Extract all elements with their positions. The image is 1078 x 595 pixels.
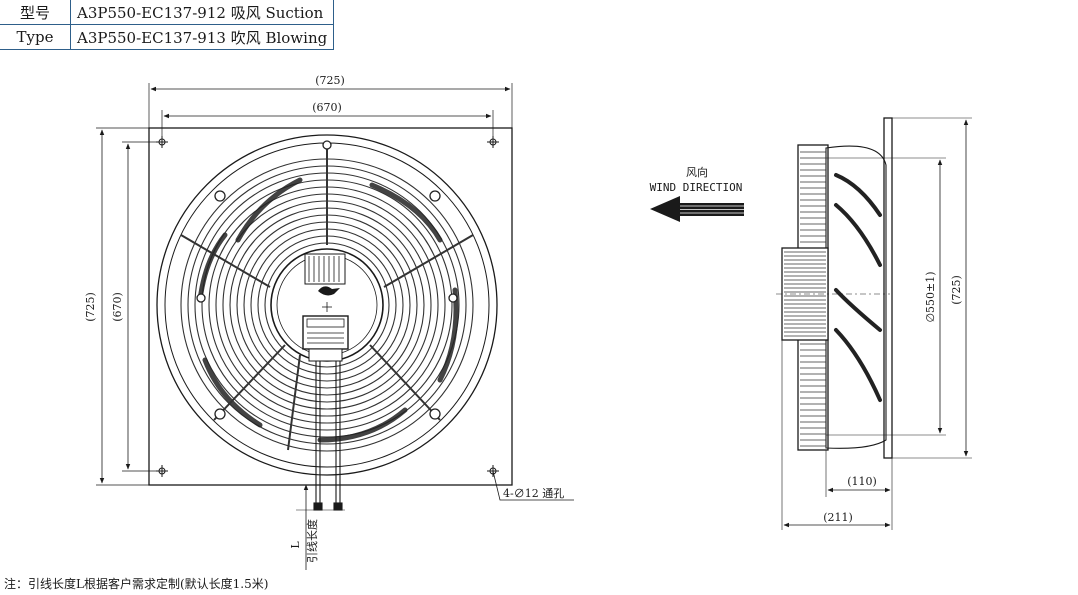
dim-depth-motor: (110) [847, 475, 877, 488]
wind-arrow [650, 196, 744, 222]
spec-value: A3P550-EC137-913 吹风 Blowing [69, 24, 335, 50]
holes-leader [492, 470, 574, 501]
lead-cables [313, 361, 343, 511]
wind-label-en: WIND DIRECTION [650, 181, 743, 194]
spec-row-model: 型号 A3P550-EC137-912 吸风 Suction [0, 0, 335, 25]
side-plate [883, 117, 893, 459]
dim-hole-width: (670) [312, 101, 342, 114]
dim-outer-width: (725) [315, 74, 345, 87]
dim-diameter: ∅550±1) [924, 271, 937, 322]
spec-table: 型号 A3P550-EC137-912 吸风 Suction Type A3P5… [0, 0, 335, 50]
guard-spokes [180, 143, 474, 451]
mounting-plate [148, 127, 513, 486]
spec-label: 型号 [0, 0, 71, 25]
holes-label: 4-∅12 通孔 [503, 487, 564, 500]
front-view [96, 83, 574, 570]
dim-hole-height: (670) [111, 292, 124, 322]
spec-row-type: Type A3P550-EC137-913 吹风 Blowing [0, 24, 335, 50]
side-view [776, 117, 972, 530]
wind-label-cn: 风向 [686, 165, 708, 179]
dim-depth-total: (211) [823, 511, 853, 524]
dim-side-height: (725) [950, 275, 963, 305]
dim-outer-height: (725) [84, 292, 97, 322]
spec-label: Type [0, 24, 71, 50]
guard-clips [196, 140, 458, 420]
footnote: 注：引线长度L根据客户需求定制(默认长度1.5米) [4, 577, 269, 591]
lead-label: L [289, 541, 302, 549]
lead-label-cn: 引线长度 [305, 519, 319, 563]
brand-logo [318, 286, 340, 296]
terminal-box [302, 315, 349, 350]
mounting-holes [156, 136, 499, 477]
spec-value: A3P550-EC137-912 吸风 Suction [69, 0, 335, 25]
